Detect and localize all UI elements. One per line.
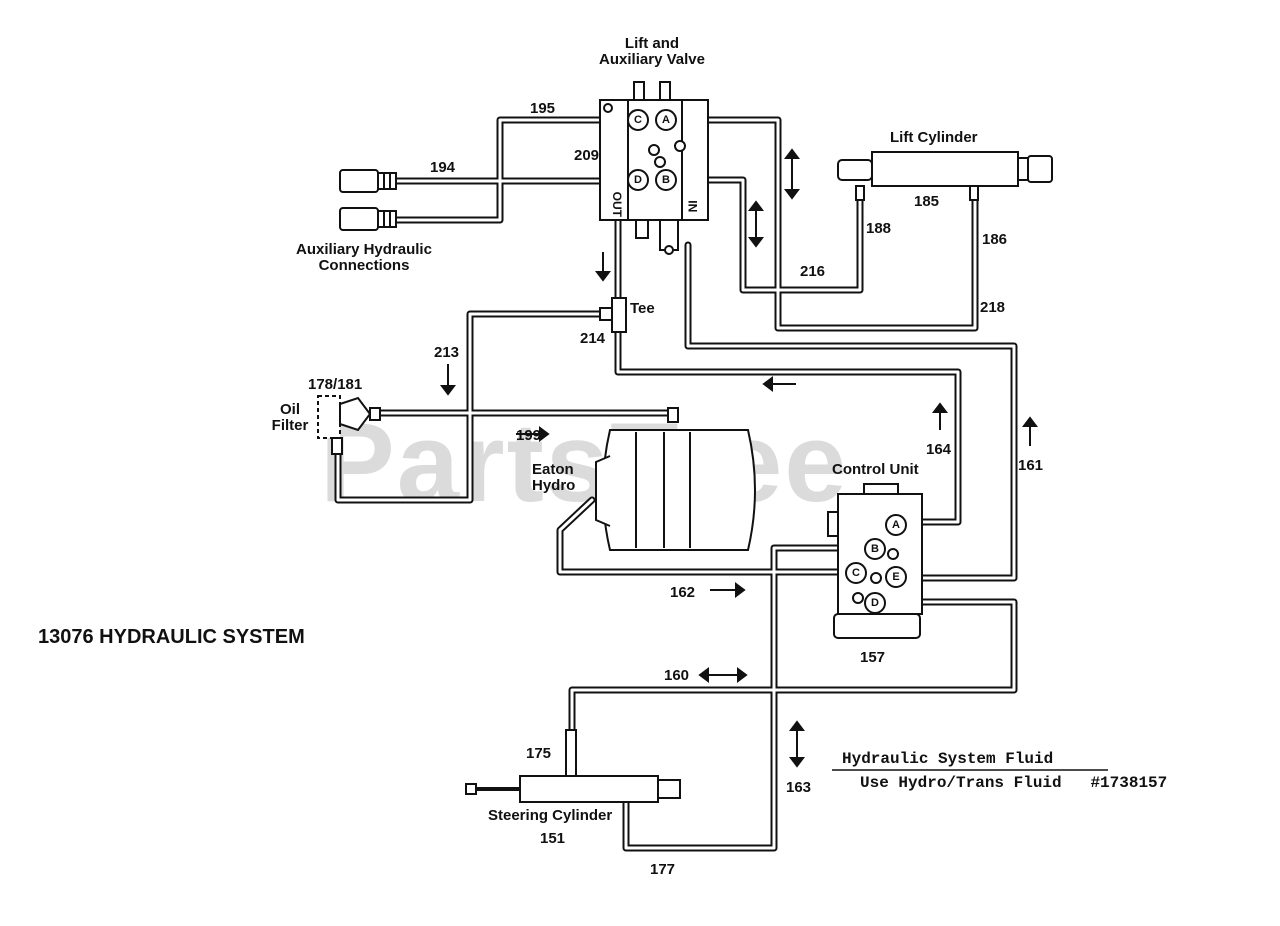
part-218: 218 xyxy=(980,299,1006,316)
part-157: 157 xyxy=(860,649,886,666)
part-185: 185 xyxy=(914,193,940,210)
valve-in-mark: IN xyxy=(685,200,700,213)
hose-inner xyxy=(336,118,1016,850)
steering-cylinder xyxy=(465,729,681,803)
steering-cylinder-label: Steering Cylinder xyxy=(488,807,613,824)
part-177: 177 xyxy=(650,861,676,878)
part-199: 199 xyxy=(516,427,542,444)
fluid-note-line2: Use Hydro/Trans Fluid #1738157 xyxy=(860,774,1168,792)
eaton-hydro-label: Eaton Hydro xyxy=(532,461,576,494)
aux-couplers xyxy=(339,169,397,231)
valve-port-b: B xyxy=(655,169,677,191)
aux-connections-label: Auxiliary Hydraulic Connections xyxy=(296,241,432,274)
lift-cylinder xyxy=(837,151,1053,201)
part-161: 161 xyxy=(1018,457,1044,474)
lift-valve xyxy=(599,81,709,255)
part-162: 162 xyxy=(670,584,696,601)
part-209: 209 xyxy=(574,147,600,164)
oil-filter xyxy=(317,395,381,455)
flow-arrows xyxy=(440,148,1108,771)
system-title: 13076 HYDRAULIC SYSTEM xyxy=(38,626,305,648)
part-163: 163 xyxy=(786,779,812,796)
fluid-note-line1: Hydraulic System Fluid xyxy=(842,750,1054,768)
part-213: 213 xyxy=(434,344,460,361)
oil-filter-label: Oil Filter xyxy=(271,401,309,434)
cu-port-b: B xyxy=(864,538,886,560)
control-unit-label: Control Unit xyxy=(832,461,919,478)
cu-port-d: D xyxy=(864,592,886,614)
cu-port-e: E xyxy=(885,566,907,588)
valve-port-d: D xyxy=(627,169,649,191)
cu-port-c: C xyxy=(845,562,867,584)
tee-fitting xyxy=(599,297,627,333)
valve-out-mark: OUT xyxy=(609,191,624,217)
tee-label: Tee xyxy=(630,300,655,317)
part-178-181: 178/181 xyxy=(308,376,363,393)
part-194: 194 xyxy=(430,159,456,176)
cu-port-a: A xyxy=(885,514,907,536)
part-186: 186 xyxy=(982,231,1008,248)
lift-cylinder-label: Lift Cylinder xyxy=(890,129,978,146)
part-195: 195 xyxy=(530,100,556,117)
part-151: 151 xyxy=(540,830,566,847)
part-160: 160 xyxy=(664,667,690,684)
valve-port-c: C xyxy=(627,109,649,131)
part-216: 216 xyxy=(800,263,826,280)
valve-port-a: A xyxy=(655,109,677,131)
part-164: 164 xyxy=(926,441,952,458)
control-unit-body xyxy=(827,483,923,639)
valve-label: Lift and Auxiliary Valve xyxy=(599,35,705,68)
part-188: 188 xyxy=(866,220,892,237)
part-214: 214 xyxy=(580,330,606,347)
part-175: 175 xyxy=(526,745,552,762)
eaton-hydro xyxy=(595,407,756,551)
